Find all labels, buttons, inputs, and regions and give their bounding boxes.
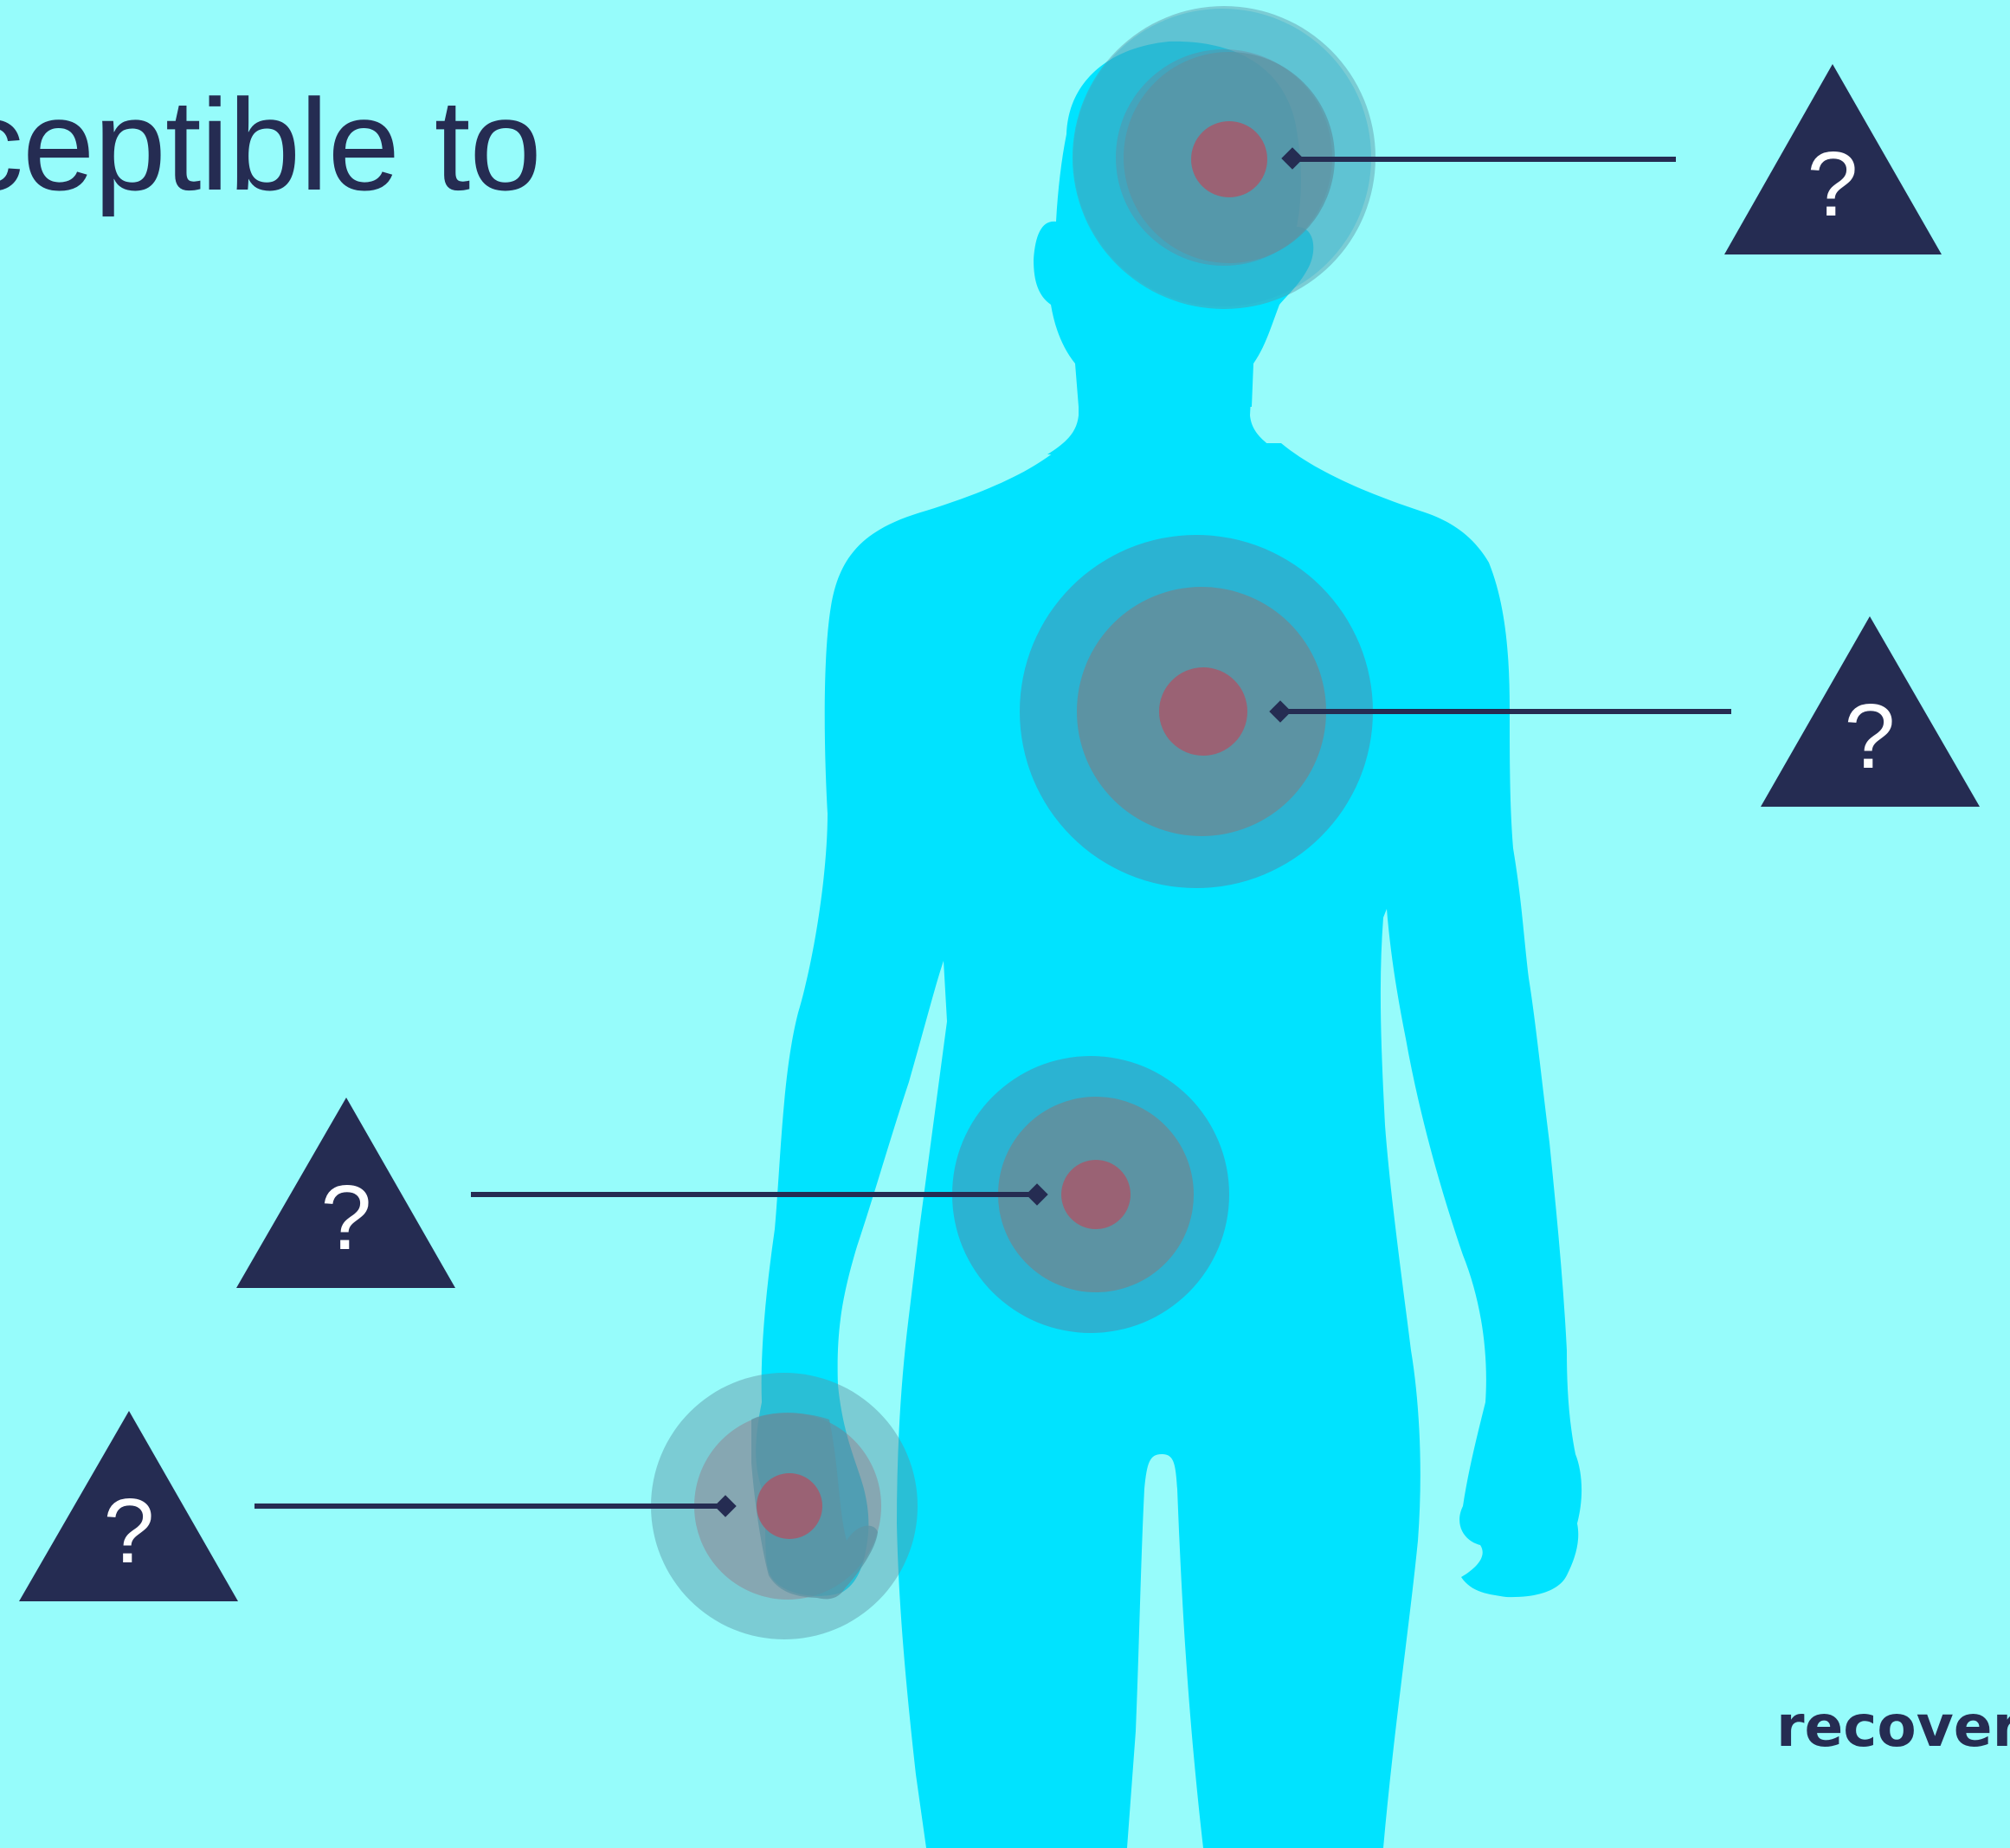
question-mark-hand: ? bbox=[77, 1485, 181, 1577]
connector-hand-dot bbox=[718, 1499, 733, 1514]
page-title: ceptible to bbox=[0, 80, 541, 209]
question-mark-chest: ? bbox=[1818, 691, 1922, 782]
connector-abdomen-dot bbox=[1030, 1188, 1045, 1202]
question-mark-head: ? bbox=[1781, 138, 1884, 230]
target-head-center bbox=[1191, 121, 1267, 197]
brand-logo: recover bbox=[1776, 1698, 2010, 1755]
silhouette-neck bbox=[1047, 346, 1281, 454]
connector-head-dot bbox=[1285, 151, 1300, 166]
target-chest-center bbox=[1159, 667, 1247, 756]
question-mark-abdomen: ? bbox=[294, 1172, 398, 1264]
target-hand-center bbox=[757, 1473, 822, 1539]
connector-chest-dot bbox=[1273, 705, 1288, 719]
target-abdomen-center bbox=[1061, 1160, 1131, 1229]
